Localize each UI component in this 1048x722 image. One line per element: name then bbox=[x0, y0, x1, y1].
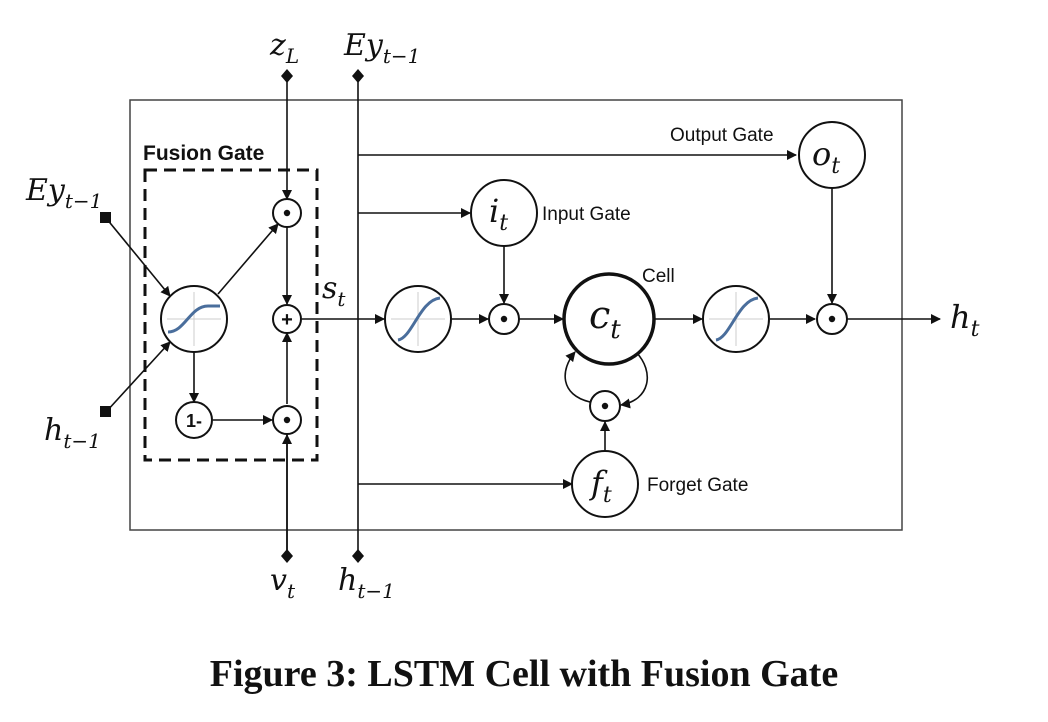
lstm-cell-box bbox=[129, 99, 903, 531]
sigmoid-icon bbox=[384, 285, 452, 353]
fusion-gate-label: Fusion Gate bbox=[143, 142, 264, 165]
sigmoid-icon bbox=[702, 285, 770, 353]
i-symbol: it bbox=[489, 192, 508, 236]
dot-icon bbox=[283, 209, 836, 424]
connections bbox=[105, 76, 941, 556]
s-label: st bbox=[322, 271, 346, 311]
fusion-gate-box bbox=[143, 168, 319, 462]
o-symbol: ot bbox=[812, 135, 840, 179]
ey-left-label: Eyt−1 bbox=[25, 173, 102, 213]
forget-gate-label: Forget Gate bbox=[647, 475, 748, 496]
terminals bbox=[100, 69, 364, 563]
c-symbol: ct bbox=[589, 293, 621, 345]
figure-caption: Figure 3: LSTM Cell with Fusion Gate bbox=[209, 653, 839, 695]
h-bottom-label: ht−1 bbox=[338, 563, 395, 603]
zl-label: zL bbox=[269, 28, 299, 68]
sigmoid-icon bbox=[160, 285, 228, 353]
input-gate-node bbox=[470, 179, 538, 247]
input-gate-label: Input Gate bbox=[542, 204, 631, 225]
forget-gate-node bbox=[571, 450, 639, 518]
plus-icon: + bbox=[281, 309, 293, 331]
output-gate-label: Output Gate bbox=[670, 125, 774, 146]
cell-label: Cell bbox=[642, 266, 675, 287]
v-label: vt bbox=[270, 563, 296, 603]
one-minus-label: 1- bbox=[186, 411, 202, 431]
output-gate-node bbox=[798, 121, 866, 189]
one-minus-node bbox=[175, 401, 213, 439]
cell-node bbox=[562, 272, 656, 366]
ey-top-label: Eyt−1 bbox=[343, 28, 420, 68]
h-out-label: ht bbox=[950, 298, 980, 342]
h-left-label: ht−1 bbox=[44, 413, 101, 453]
